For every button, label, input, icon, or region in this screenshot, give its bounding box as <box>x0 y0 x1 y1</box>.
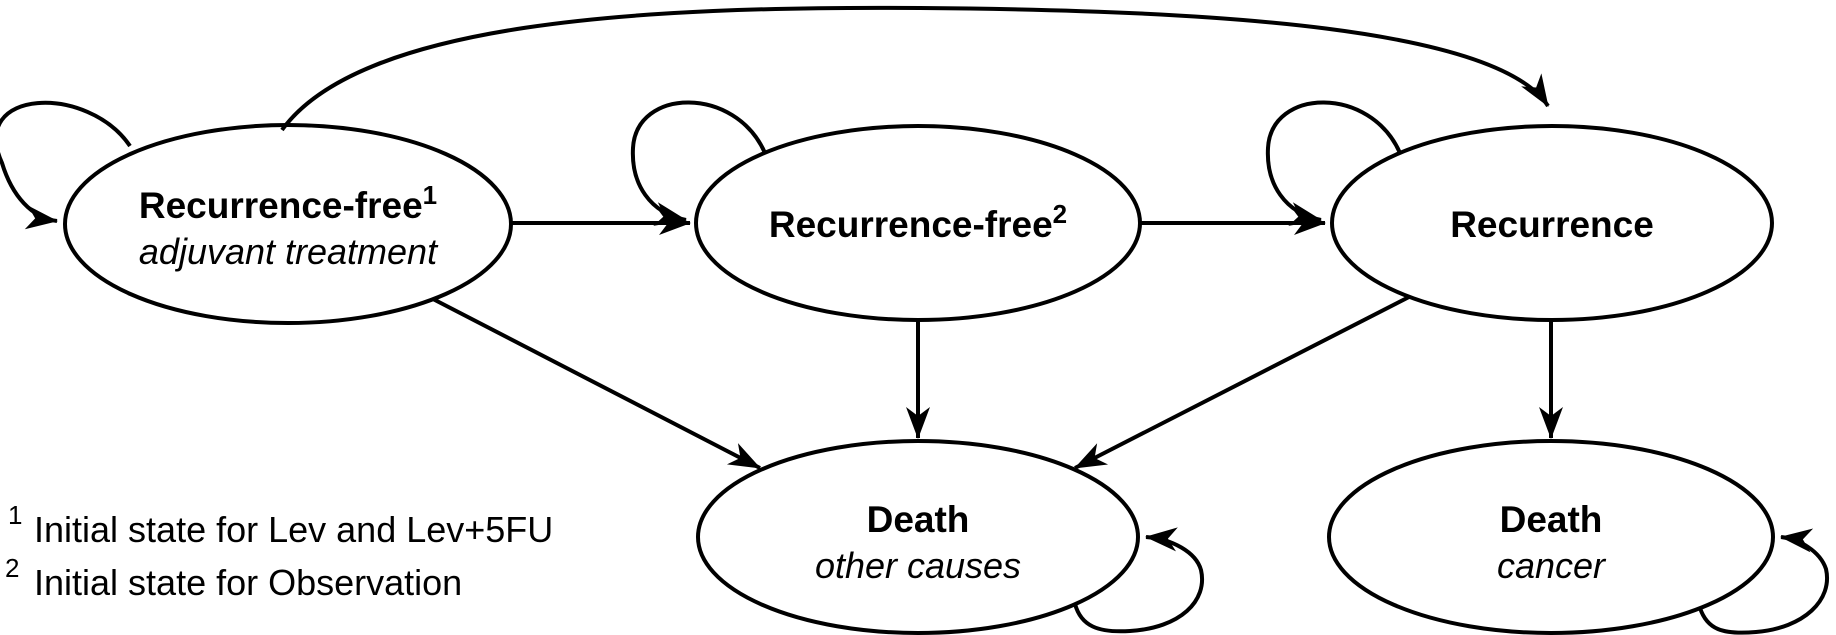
label-recurrence-free-2: Recurrence-free2 <box>769 199 1067 245</box>
edge-rf1-to-recurrence-arc <box>280 5 1550 132</box>
sublabel-cancer: cancer <box>1497 545 1607 586</box>
label-death-other: Death <box>867 499 970 540</box>
label-text: Recurrence-free <box>139 185 423 226</box>
self-loop-rf2 <box>630 100 767 226</box>
label-superscript: 1 <box>423 180 437 210</box>
label-recurrence-free-1: Recurrence-free1 <box>139 180 437 226</box>
self-loop-death-cancer <box>1698 528 1830 635</box>
self-loop-rf1 <box>0 100 132 230</box>
footnote-1-text: Initial state for Lev and Lev+5FU <box>34 509 553 550</box>
state-node-recurrence <box>1330 124 1774 322</box>
self-loop-recurrence <box>1265 100 1402 226</box>
footnote-2-superscript: 2 <box>5 553 19 583</box>
label-death-cancer: Death <box>1500 499 1603 540</box>
label-superscript: 2 <box>1053 199 1067 229</box>
self-loop-death-other <box>1073 527 1205 634</box>
label-text: Recurrence-free <box>769 204 1053 245</box>
sublabel-adjuvant-treatment: adjuvant treatment <box>139 231 439 272</box>
state-node-recurrence-free-2 <box>694 124 1142 322</box>
edge-rf1-to-death-other <box>432 297 761 470</box>
state-node-death-other-causes <box>696 439 1140 635</box>
edge-recurrence-to-death-other <box>1074 295 1410 470</box>
footnote-2-text: Initial state for Observation <box>34 562 462 603</box>
state-node-death-cancer <box>1327 439 1775 635</box>
sublabel-other-causes: other causes <box>815 545 1021 586</box>
label-recurrence: Recurrence <box>1450 204 1654 245</box>
footnote-1-superscript: 1 <box>8 500 22 530</box>
